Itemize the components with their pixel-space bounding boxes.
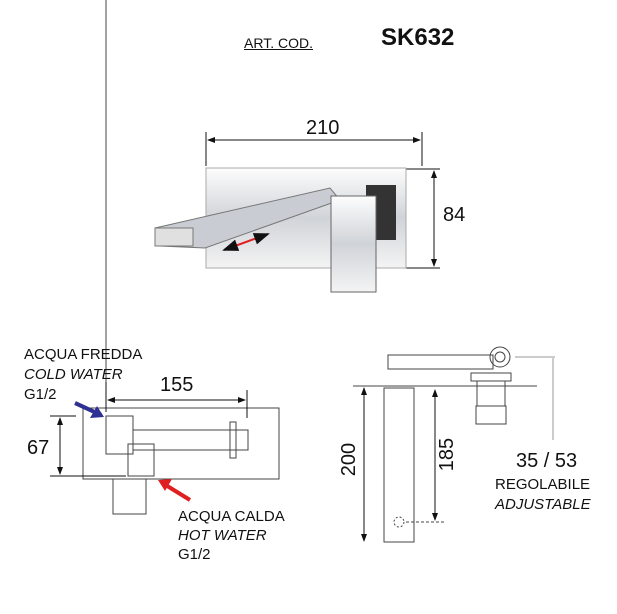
length-dimension: 155: [160, 374, 194, 396]
cold-water-label-en: COLD WATER: [24, 366, 123, 383]
hot-water-thread: G1/2: [178, 546, 211, 560]
plan-view: [50, 0, 280, 515]
cold-water-thread: G1/2: [24, 386, 57, 403]
adjustable-label-en: ADJUSTABLE: [495, 496, 591, 513]
hot-water-label-en: HOT WATER: [178, 527, 267, 544]
total-depth-dimension: 200: [338, 442, 361, 477]
side-view: [353, 346, 555, 543]
adjustable-label-it: REGOLABILE: [495, 476, 591, 493]
depth-dimension: 67: [27, 437, 50, 459]
width-dimension: 210: [306, 117, 340, 139]
cold-water-label-it: ACQUA FREDDA: [24, 346, 143, 363]
hot-water-label-it: ACQUA CALDA: [178, 508, 285, 525]
faucet-photo: [154, 132, 440, 293]
article-code: SK632: [381, 24, 455, 51]
center-depth-dimension: 185: [436, 437, 459, 472]
height-dimension: 84: [443, 204, 466, 226]
article-code-label: ART. COD.: [244, 35, 313, 51]
adjustable-range: 35 / 53: [516, 450, 578, 472]
